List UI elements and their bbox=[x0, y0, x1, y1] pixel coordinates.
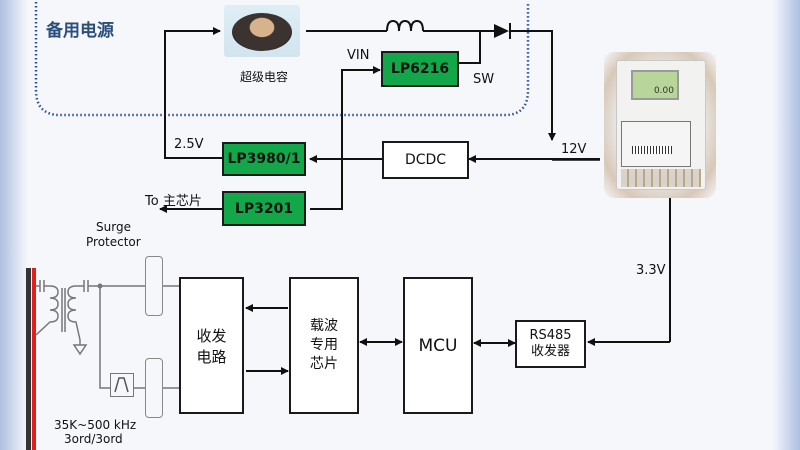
filter-label-line1: 35K~500 kHz bbox=[54, 418, 137, 432]
chip-lp3201: LP3201 bbox=[222, 191, 306, 226]
wire-25v-to-supercap bbox=[164, 27, 222, 159]
mcu-block: MCU bbox=[403, 277, 473, 414]
carrier-line1: 载波 bbox=[310, 318, 338, 334]
left-edge-shade bbox=[0, 0, 28, 450]
rs485-line2: 收发器 bbox=[530, 344, 570, 359]
neutral-line bbox=[26, 268, 31, 450]
live-line bbox=[32, 268, 36, 450]
chip-lp6216: LP6216 bbox=[381, 51, 459, 87]
ground-icon bbox=[72, 344, 88, 356]
pin-vin-label: VIN bbox=[347, 48, 370, 63]
tvs-protector-top bbox=[145, 256, 163, 316]
right-edge-shade bbox=[772, 0, 800, 450]
voltage-12v-label: 12V bbox=[561, 142, 587, 157]
backup-power-title: 备用电源 bbox=[46, 21, 114, 41]
wire-sw bbox=[459, 31, 481, 64]
wire-diode-12v bbox=[510, 30, 556, 141]
transformer-secondary bbox=[67, 285, 81, 345]
dcdc-block: DCDC bbox=[382, 141, 469, 179]
surge-label-line2: Protector bbox=[86, 235, 141, 249]
transceiver-line1: 收发 bbox=[196, 326, 227, 345]
supercapacitor-image bbox=[224, 5, 300, 57]
filter-label-line2: 3ord/3ord bbox=[64, 432, 123, 446]
bandpass-filter-icon bbox=[110, 373, 134, 397]
meter-display: 0.00 bbox=[631, 70, 679, 100]
pin-sw-label: SW bbox=[473, 72, 495, 87]
wire-vin bbox=[310, 66, 381, 210]
voltage-2v5-label: 2.5V bbox=[174, 137, 204, 152]
backup-power-region bbox=[34, 2, 530, 117]
rs485-block: RS485 收发器 bbox=[515, 320, 586, 368]
chip-lp3980: LP3980/1 bbox=[222, 142, 306, 176]
to-main-chip-label: To 主芯片 bbox=[145, 194, 202, 209]
carrier-line3: 芯片 bbox=[310, 356, 338, 372]
inductor-coil bbox=[386, 19, 424, 32]
supercap-label: 超级电容 bbox=[240, 70, 289, 84]
voltage-3v3-label: 3.3V bbox=[636, 263, 666, 278]
transceiver-circuit-block: 收发 电路 bbox=[179, 277, 244, 414]
transformer-primary bbox=[35, 285, 59, 336]
rs485-line1: RS485 bbox=[529, 328, 572, 343]
carrier-chip-block: 载波 专用 芯片 bbox=[289, 277, 359, 414]
tvs-protector-bottom bbox=[145, 358, 163, 418]
transceiver-line2: 电路 bbox=[196, 347, 227, 366]
diode-icon bbox=[494, 24, 509, 38]
electricity-meter-image: 0.00 bbox=[604, 52, 716, 198]
carrier-line2: 专用 bbox=[310, 337, 338, 353]
surge-label-line1: Surge bbox=[96, 220, 131, 234]
